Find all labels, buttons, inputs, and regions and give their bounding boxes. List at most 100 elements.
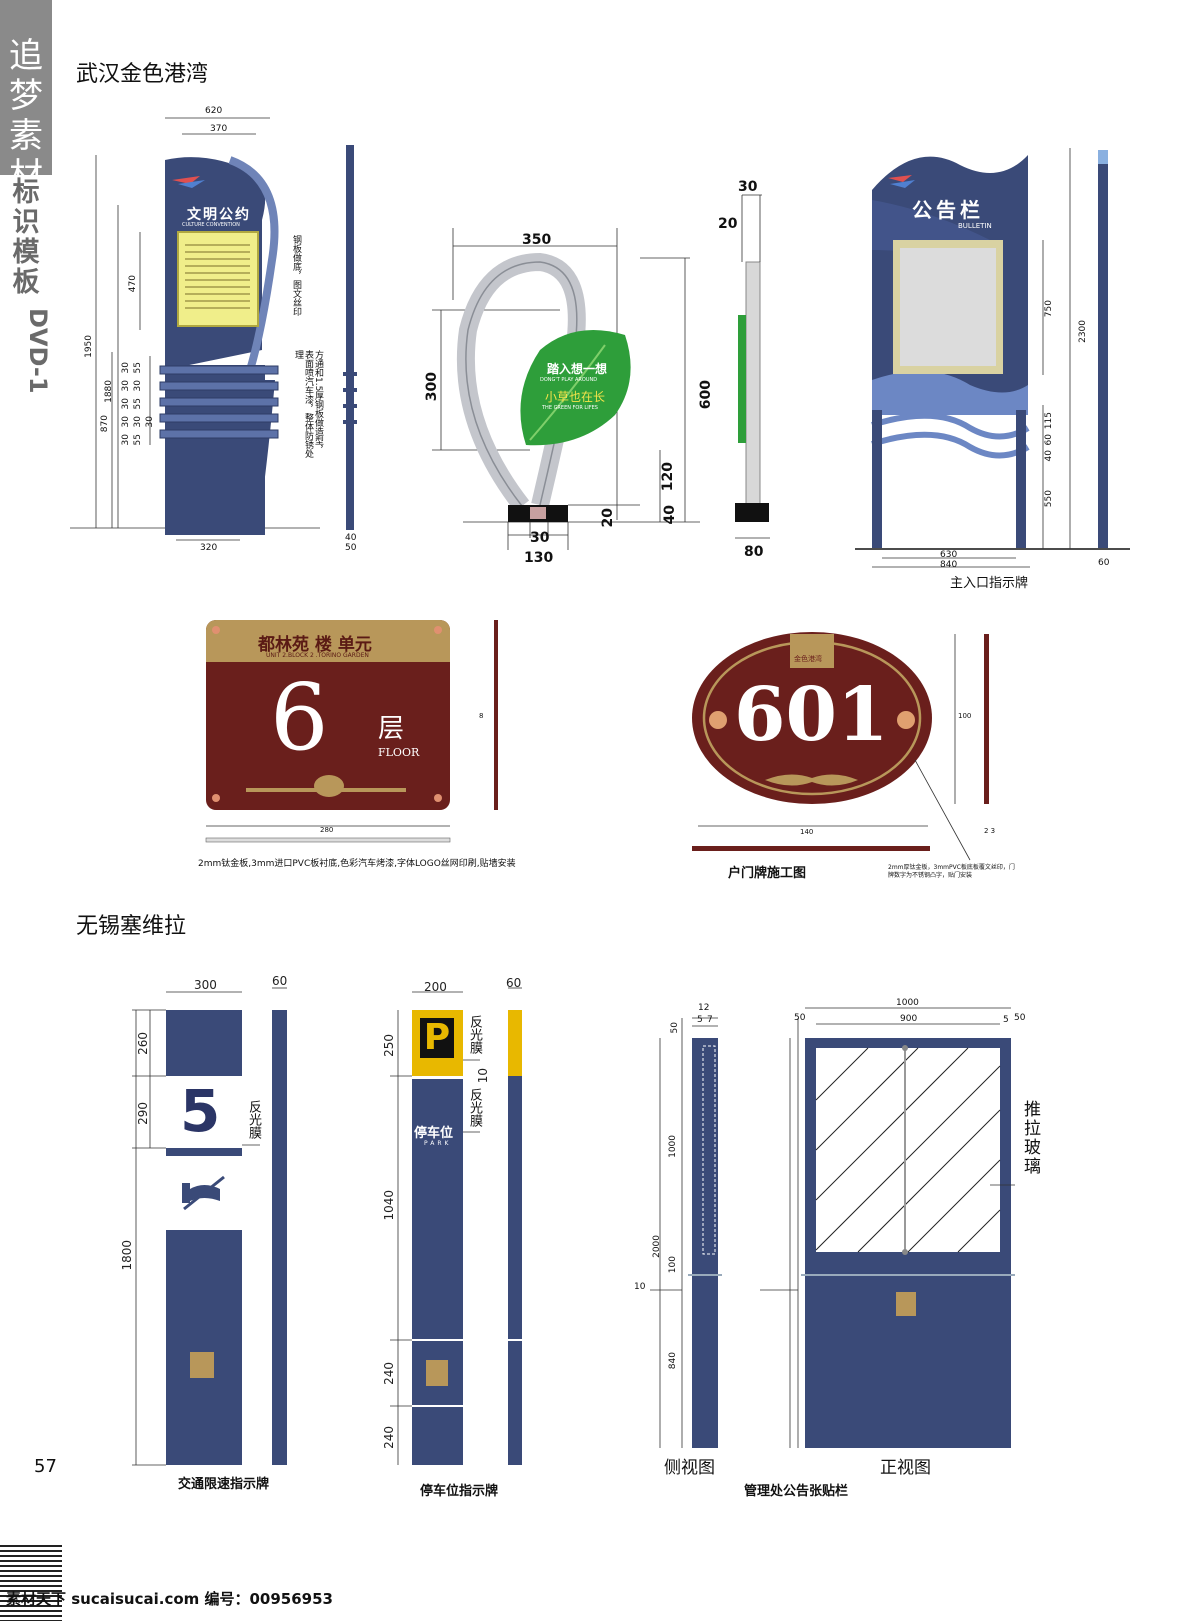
notice-dim-2000: 2000 xyxy=(652,1235,662,1258)
floor-sign-panel xyxy=(206,620,450,810)
floor-sign-header: 都林苑 楼 单元 xyxy=(258,635,372,655)
bulletin-dim-60w: 60 xyxy=(1098,558,1110,568)
culture-sign-note1: 钢板做底，图文丝印 xyxy=(291,235,301,316)
notice-dim-10: 10 xyxy=(634,1282,646,1292)
notice-dim-5: 5 xyxy=(697,1015,703,1025)
speed-sign-caption: 交通限速指示牌 xyxy=(178,1477,270,1492)
door-sign-brand: 金色港湾 xyxy=(794,655,822,663)
notice-dim-w900: 900 xyxy=(900,1014,918,1024)
door-sign-number: 601 xyxy=(734,672,889,758)
floor-sign-header-en: UNIT 2.BLOCK 2 .TORINO GARDEN xyxy=(266,652,369,659)
notice-dim-w5b: 5 xyxy=(1003,1015,1009,1025)
culture-sign-drawing xyxy=(70,117,357,541)
bulletin-title: 公告栏 xyxy=(912,198,984,222)
leaf-dim-350: 350 xyxy=(522,232,552,248)
door-sign-width-dim: 140 xyxy=(800,828,814,836)
leaf-dim-600: 600 xyxy=(698,380,714,410)
bulletin-dim-550: 550 xyxy=(1044,490,1054,508)
speed-sign-reflect: 反光膜 xyxy=(246,1100,261,1139)
culture-sign-subtitle: CULTURE CONVENTION xyxy=(182,222,240,228)
bulletin-dim-750: 750 xyxy=(1044,300,1054,318)
floor-sign-height-dim: 8 xyxy=(479,712,484,720)
dim-50: 50 xyxy=(345,543,357,553)
leaf-dim-130: 130 xyxy=(524,550,554,566)
floor-sign-width-dim: 280 xyxy=(320,826,334,834)
notice-dim-50: 50 xyxy=(670,1022,680,1034)
leaf-dim-40: 40 xyxy=(662,505,678,525)
notice-dim-1000: 1000 xyxy=(668,1135,678,1158)
speed-sign-number: 5 xyxy=(180,1077,221,1145)
notice-caption: 管理处公告张贴栏 xyxy=(744,1484,849,1499)
door-sign-drawing xyxy=(692,632,989,861)
bulletin-dim-630: 630 xyxy=(940,550,958,560)
parking-label-en: PARK xyxy=(424,1140,452,1147)
bulletin-drawing xyxy=(855,148,1130,568)
bulletin-dim-60: 60 xyxy=(1044,434,1054,446)
section-title-wuhan: 武汉金色港湾 xyxy=(76,62,209,87)
leaf-dim-300: 300 xyxy=(424,372,440,402)
bulletin-subtitle: BULLETIN xyxy=(958,222,992,230)
bulletin-dim-40: 40 xyxy=(1044,450,1054,462)
parking-reflect-2: 反光膜 xyxy=(467,1088,482,1127)
side-banner-dvd: DVD-1 xyxy=(24,308,52,394)
notice-front-view: 正视图 xyxy=(880,1458,931,1478)
speed-dim-1800: 1800 xyxy=(120,1240,134,1271)
speed-dim-290: 290 xyxy=(136,1102,150,1125)
notice-dim-w1000: 1000 xyxy=(896,998,919,1008)
door-sign-caption: 户门牌施工图 xyxy=(728,866,807,881)
speed-dim-260: 260 xyxy=(136,1032,150,1055)
notice-dim-840: 840 xyxy=(668,1352,678,1370)
dim-620: 620 xyxy=(205,106,223,116)
page-number: 57 xyxy=(34,1456,57,1477)
floor-sign-dims xyxy=(205,620,498,843)
leaf-text-4: THE GREEN FOR LIFES xyxy=(542,405,598,411)
notice-dim-100: 100 xyxy=(668,1256,678,1274)
speed-dim-60: 60 xyxy=(272,974,288,988)
culture-sign-note2: 方通和1.5厚钢板做造型，表面喷汽车漆，整体防锈处理 xyxy=(293,350,323,458)
parking-dim-60: 60 xyxy=(506,976,522,990)
parking-p-letter: P xyxy=(423,1017,451,1058)
parking-dim-240b: 240 xyxy=(382,1426,396,1449)
floor-sign-note: 2mm钛金板,3mm进口PVC板衬底,色彩汽车烤漆,字体LOGO丝网印刷,贴墙安… xyxy=(198,859,516,869)
bulletin-dim-2300: 2300 xyxy=(1078,320,1088,343)
section-title-wuxi: 无锡塞维拉 xyxy=(76,914,187,939)
parking-dim-10: 10 xyxy=(476,1068,490,1084)
bulletin-dim-115: 115 xyxy=(1044,412,1054,430)
dim-870: 870 xyxy=(100,415,110,433)
leaf-dim-top30: 30 xyxy=(738,179,758,195)
notice-dim-w50a: 50 xyxy=(794,1013,806,1023)
floor-sign-number: 6 xyxy=(270,664,329,771)
leaf-text-1: 踏入想一想 xyxy=(547,362,608,376)
parking-sign-drawing xyxy=(390,987,526,1465)
side-banner xyxy=(0,0,52,175)
leaf-dim-20: 20 xyxy=(600,508,616,528)
footer-watermark: 素材天下 sucaisucai.com 编号：00956953 xyxy=(6,1590,333,1608)
floor-sign-char: 层 xyxy=(378,714,405,744)
leaf-dim-120: 120 xyxy=(660,462,676,492)
culture-sign-title: 文明公约 xyxy=(187,207,251,223)
parking-dim-200: 200 xyxy=(424,980,447,994)
notice-dim-w50b: 50 xyxy=(1014,1013,1026,1023)
notice-glass-label: 推拉玻璃 xyxy=(1020,1100,1040,1176)
floor-sign-floor: FLOOR xyxy=(378,746,420,759)
page-stripes xyxy=(0,1545,62,1621)
dim-40: 40 xyxy=(345,533,357,543)
dim-320: 320 xyxy=(200,543,218,553)
notice-board-drawing xyxy=(650,1007,1015,1448)
notice-dim-7: 7 xyxy=(707,1015,713,1025)
parking-dim-250: 250 xyxy=(382,1034,396,1057)
parking-dim-240a: 240 xyxy=(382,1362,396,1385)
speed-sign-drawing xyxy=(132,987,287,1466)
bulletin-dim-840: 840 xyxy=(940,560,958,570)
dim-1950: 1950 xyxy=(84,335,94,358)
leaf-text-2: DONG'T PLAY AROUND xyxy=(540,377,598,383)
side-banner-title: 追梦素材 xyxy=(9,36,43,196)
door-sign-height-dim: 100 xyxy=(958,712,972,720)
side-banner-subtitle: 标识模板 xyxy=(12,177,40,298)
leaf-dim-30: 30 xyxy=(530,530,550,546)
leaf-dim-80: 80 xyxy=(744,544,764,560)
parking-reflect-1: 反光膜 xyxy=(467,1015,482,1054)
parking-label: 停车位 xyxy=(414,1126,454,1141)
dim-370: 370 xyxy=(210,124,228,134)
leaf-sign-drawing xyxy=(432,194,770,550)
